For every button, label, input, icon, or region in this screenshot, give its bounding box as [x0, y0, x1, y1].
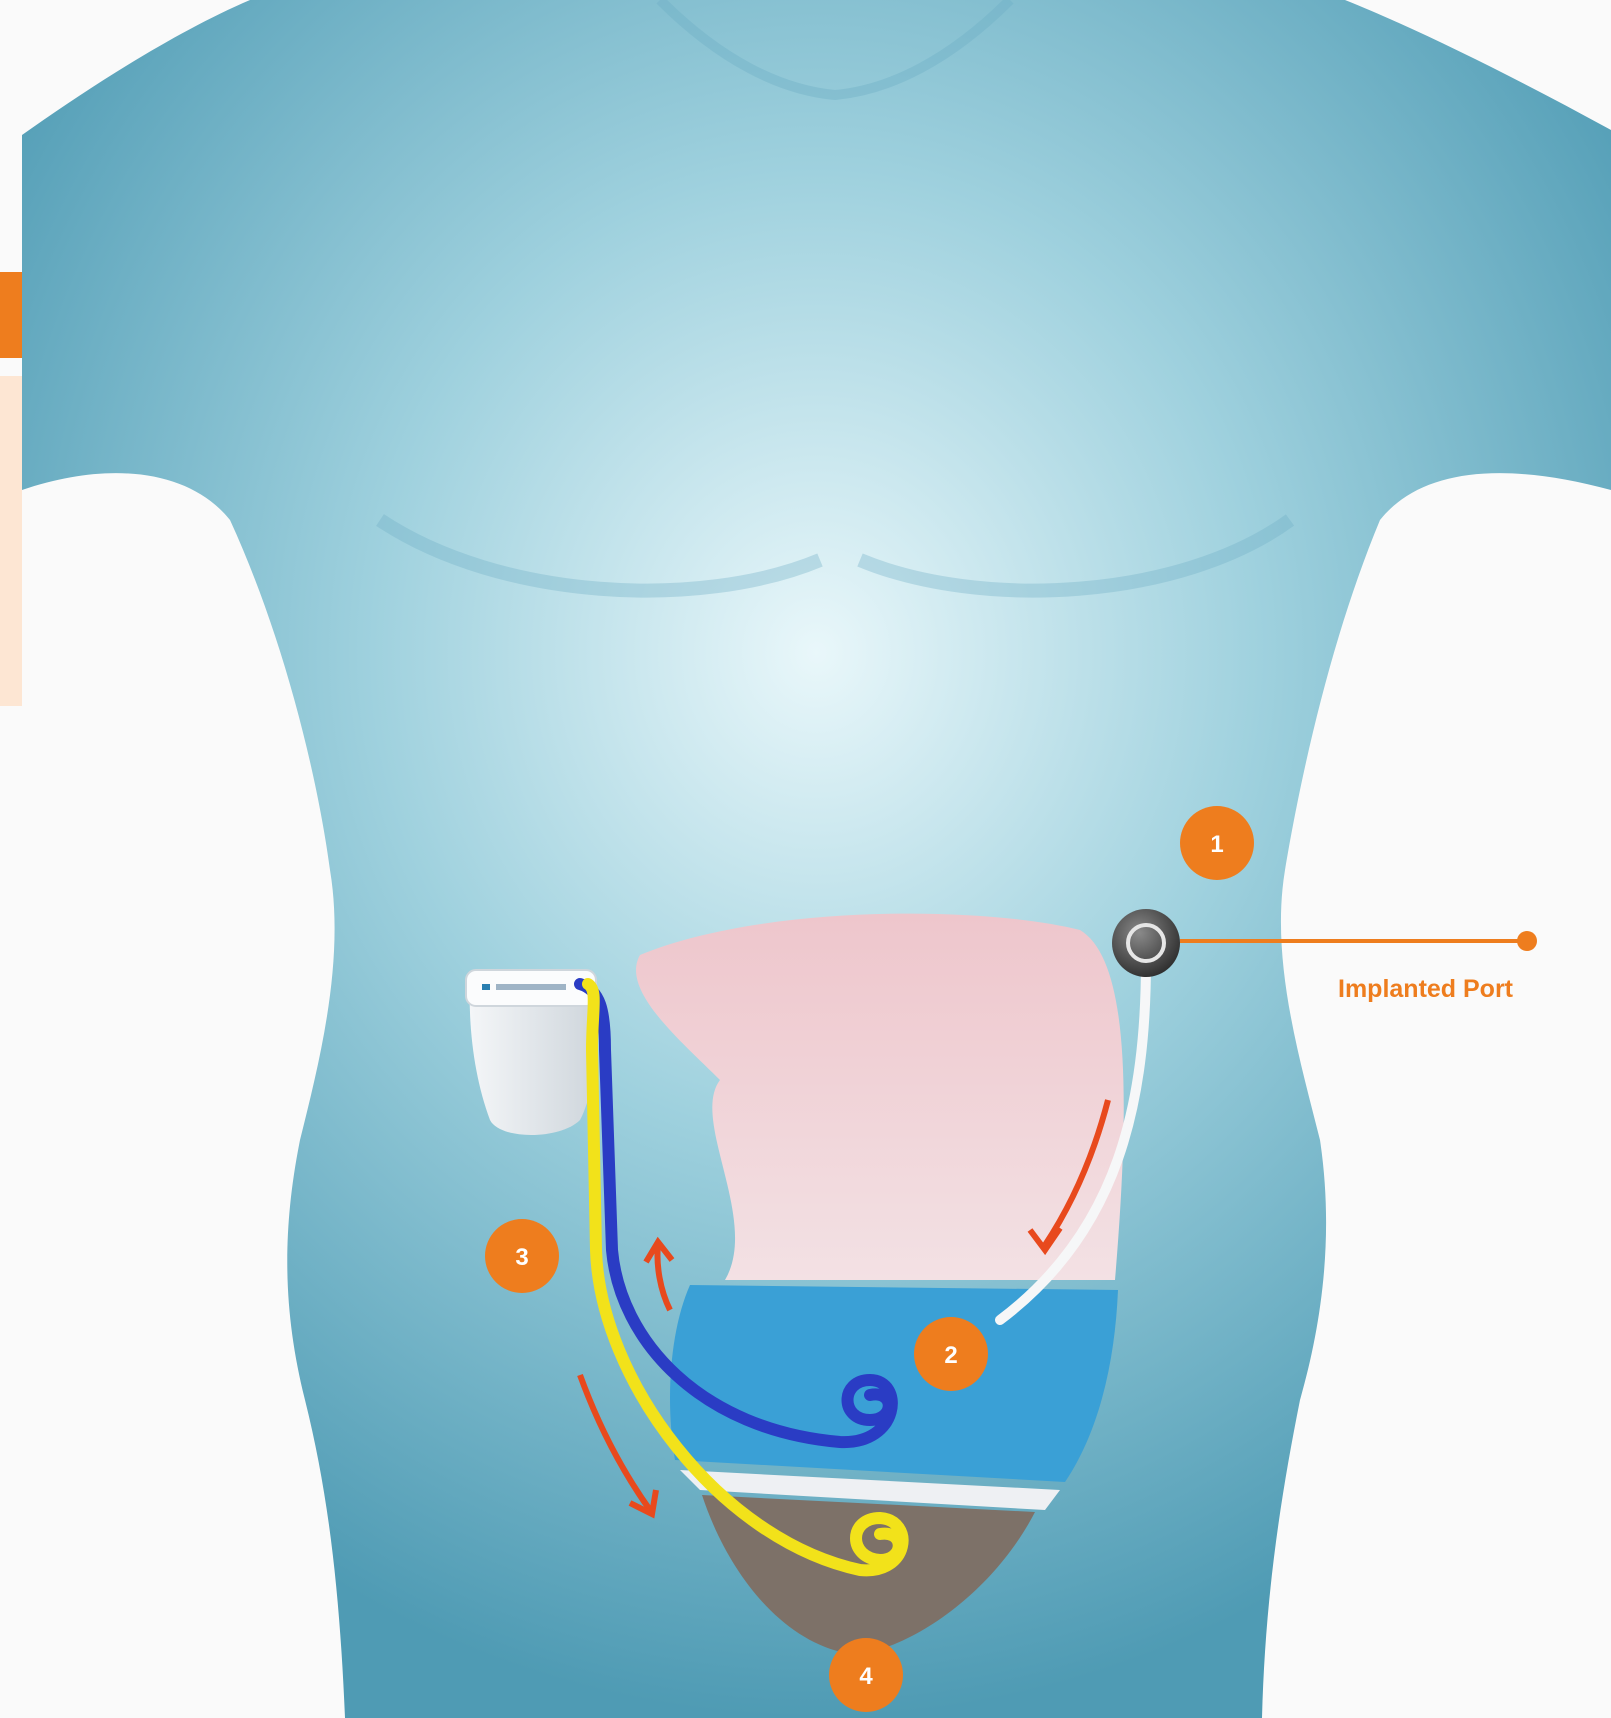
callout-badge-3: 3: [485, 1219, 559, 1293]
implanted-port: [1112, 909, 1180, 977]
callout-number-1: 1: [1210, 831, 1223, 858]
callout-badge-4: 4: [829, 1638, 903, 1712]
callout-badge-2: 2: [914, 1317, 988, 1391]
callout-number-2: 2: [944, 1342, 957, 1369]
callout-number-4: 4: [859, 1663, 873, 1690]
implanted-port-label: Implanted Port: [1338, 975, 1513, 1004]
callout-badge-1: 1: [1180, 806, 1254, 880]
bladder-fluid: [670, 1285, 1118, 1482]
callout-number-3: 3: [515, 1244, 528, 1271]
port-callout-dot: [1517, 931, 1537, 951]
